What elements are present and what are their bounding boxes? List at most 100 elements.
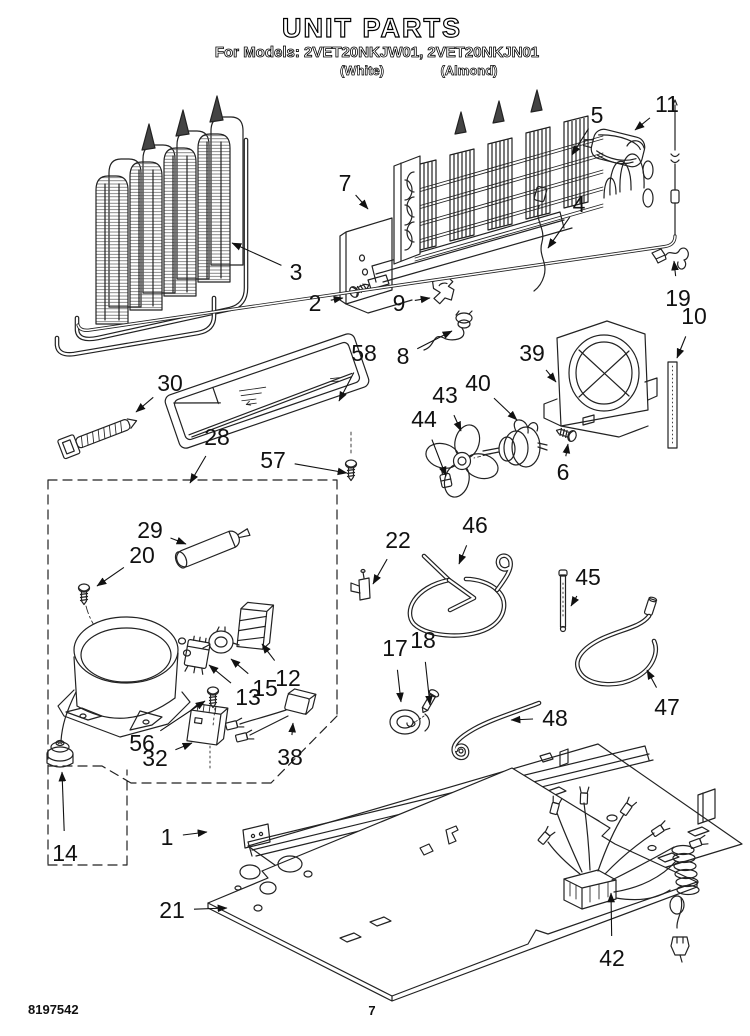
fan-blade <box>425 424 499 498</box>
callout-number: 47 <box>654 694 680 720</box>
screw-56 <box>206 686 220 709</box>
callout-57: 57 <box>260 447 348 476</box>
doc-number: 8197542 <box>28 1002 79 1017</box>
callout-17: 17 <box>382 635 408 703</box>
callout-43: 43 <box>432 382 462 432</box>
callout-1: 1 <box>161 824 208 850</box>
callout-58: 58 <box>338 340 377 402</box>
callout-number: 48 <box>542 705 568 731</box>
callout-number: 8 <box>397 343 410 369</box>
drain-tray <box>164 333 370 449</box>
compressor <box>57 616 192 742</box>
callout-29: 29 <box>137 517 187 545</box>
finish-almond-label: (Almond) <box>440 63 497 78</box>
roller <box>389 709 431 735</box>
callout-20: 20 <box>96 542 155 587</box>
screw-57 <box>344 459 358 482</box>
callout-number: 1 <box>161 824 174 850</box>
page-number: 7 <box>368 1003 375 1018</box>
tube-clip <box>350 568 371 601</box>
condenser-fan-shroud <box>543 320 658 438</box>
callout-39: 39 <box>519 340 557 383</box>
thermostat-capillary-tube <box>76 99 680 332</box>
evaporator-coil <box>54 95 249 357</box>
callout-number: 40 <box>465 370 491 396</box>
callout-56: 56 <box>129 700 206 756</box>
callout-number: 44 <box>411 406 437 432</box>
callout-number: 2 <box>309 290 322 316</box>
callout-48: 48 <box>510 705 568 731</box>
callout-number: 9 <box>393 290 406 316</box>
callout-15: 15 <box>230 658 278 701</box>
power-cord-plug <box>670 936 690 963</box>
callout-47: 47 <box>646 669 680 720</box>
callout-21: 21 <box>159 897 228 923</box>
callout-number: 22 <box>385 527 411 553</box>
tube-clamp <box>431 276 455 305</box>
long-pin <box>558 569 568 633</box>
run-capacitor <box>236 601 275 650</box>
callout-13: 13 <box>208 664 261 710</box>
callout-38: 38 <box>277 722 303 770</box>
callout-number: 15 <box>252 675 278 701</box>
callout-number: 4 <box>573 191 586 217</box>
callout-number: 43 <box>432 382 458 408</box>
callout-10: 10 <box>676 303 707 359</box>
condenser-fan-motor <box>482 419 548 468</box>
callout-28: 28 <box>189 424 230 484</box>
screw-6 <box>554 424 579 444</box>
callout-number: 13 <box>235 684 261 710</box>
callout-number: 3 <box>290 259 303 285</box>
callout-number: 7 <box>339 170 352 196</box>
callout-number: 56 <box>129 730 155 756</box>
callout-6: 6 <box>557 443 571 485</box>
tube-48 <box>451 700 542 761</box>
callout-8: 8 <box>397 330 453 369</box>
filter-drier <box>174 528 251 569</box>
callout-number: 17 <box>382 635 408 661</box>
models-line: For Models: 2VET20NKJW01, 2VET20NKJN01 <box>215 44 539 61</box>
callout-number: 20 <box>129 542 155 568</box>
compressor-grommet <box>46 739 74 768</box>
condenser-tube-46 <box>407 553 513 638</box>
wire-jumper <box>224 688 317 744</box>
relay-cover <box>186 703 229 746</box>
wiring-harness <box>536 786 709 963</box>
callout-number: 46 <box>462 512 488 538</box>
screw-20 <box>77 583 91 606</box>
callout-12: 12 <box>261 643 301 691</box>
cover-cap <box>582 128 646 168</box>
finish-white-label: (White) <box>340 63 384 78</box>
callout-number: 29 <box>137 517 163 543</box>
callout-number: 5 <box>591 102 604 128</box>
callout-number: 11 <box>655 91 679 117</box>
callout-40: 40 <box>465 370 518 421</box>
callout-number: 21 <box>159 897 185 923</box>
callout-number: 6 <box>557 459 570 485</box>
tube-47 <box>575 596 658 687</box>
page-title: UNIT PARTS <box>282 13 462 43</box>
wire-connector <box>651 247 689 270</box>
callout-number: 14 <box>52 840 78 866</box>
callout-18: 18 <box>410 627 436 706</box>
callout-9: 9 <box>393 290 431 316</box>
callout-number: 30 <box>157 370 183 396</box>
condenser-coil <box>367 89 654 290</box>
callout-3: 3 <box>231 242 303 285</box>
callout-19: 19 <box>665 260 691 311</box>
callout-7: 7 <box>339 170 369 210</box>
callout-2: 2 <box>309 290 344 316</box>
seal-strip <box>667 361 678 449</box>
callout-30: 30 <box>135 370 183 413</box>
callout-22: 22 <box>372 527 411 585</box>
callout-number: 45 <box>575 564 601 590</box>
drain-grommet-wire <box>423 310 473 351</box>
callout-42: 42 <box>599 892 625 971</box>
callout-number: 28 <box>204 424 230 450</box>
callout-number: 18 <box>410 627 436 653</box>
callout-5: 5 <box>571 102 604 156</box>
callout-14: 14 <box>52 771 78 866</box>
